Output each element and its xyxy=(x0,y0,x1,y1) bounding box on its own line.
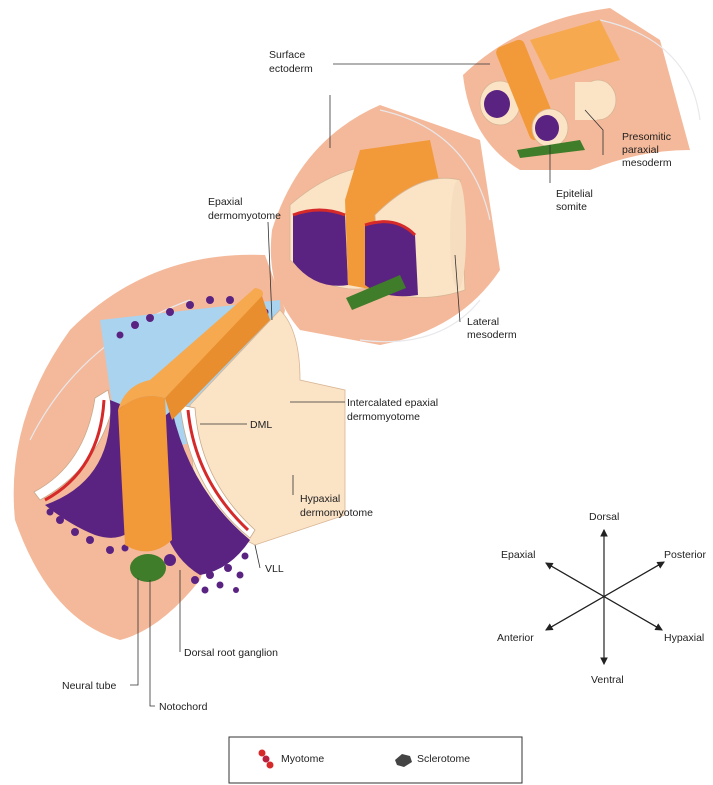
dorsal-root-ganglion-shape xyxy=(164,554,176,566)
segment-presomitic xyxy=(463,8,700,170)
label-dml: DML xyxy=(250,419,272,431)
label-intercalated-epaxial-dermomyotome: Intercalated epaxial dermomyotome xyxy=(347,397,441,423)
legend-sclerotome-label: Sclerotome xyxy=(417,753,470,765)
compass-dorsal: Dorsal xyxy=(589,511,619,523)
notochord-large xyxy=(130,554,166,582)
compass-hypaxial: Hypaxial xyxy=(664,632,704,644)
segment-middle xyxy=(271,105,500,345)
label-dorsal-root-ganglion: Dorsal root ganglion xyxy=(184,647,278,659)
orientation-compass: Dorsal Ventral Epaxial Posterior Anterio… xyxy=(497,511,707,686)
label-lateral-mesoderm: Lateral mesoderm xyxy=(467,316,517,341)
label-epaxial-dermomyotome: Epaxial dermomyotome xyxy=(208,196,281,222)
legend-myotome-label: Myotome xyxy=(281,753,324,765)
label-surface-ectoderm: Surface ectoderm xyxy=(269,49,313,75)
legend-box xyxy=(229,737,522,783)
compass-ventral: Ventral xyxy=(591,674,624,686)
label-epitelial-somite: Epitelial somite xyxy=(556,188,596,213)
label-notochord: Notochord xyxy=(159,701,208,713)
legend: Myotome Sclerotome xyxy=(229,737,522,783)
label-neural-tube: Neural tube xyxy=(62,680,116,692)
compass-posterior: Posterior xyxy=(664,549,707,561)
compass-anterior: Anterior xyxy=(497,632,534,644)
compass-epaxial: Epaxial xyxy=(501,549,535,561)
label-vll: VLL xyxy=(265,563,284,575)
